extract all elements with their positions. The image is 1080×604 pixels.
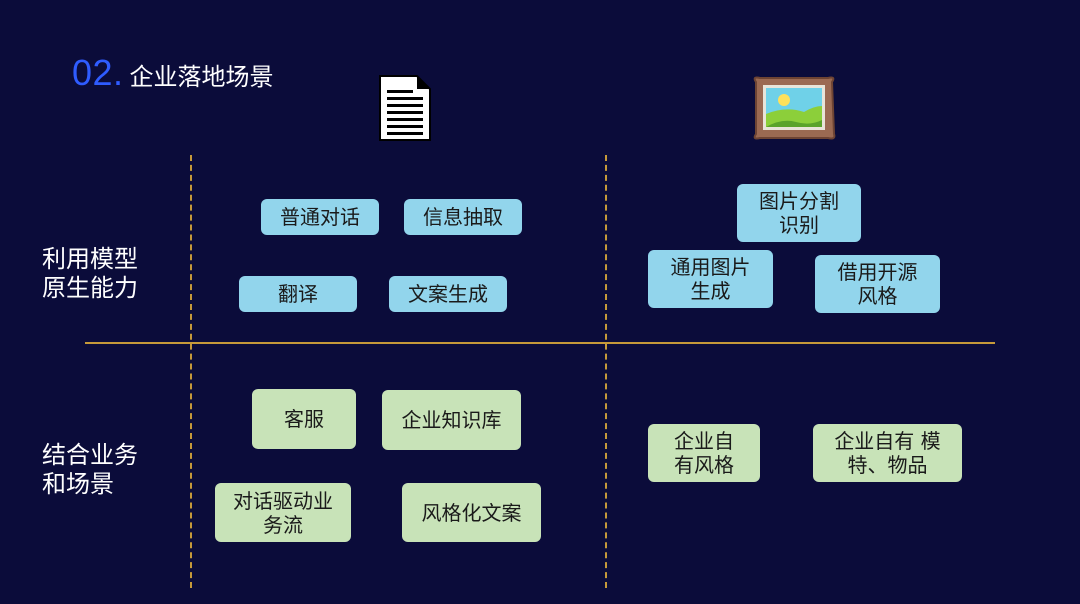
- document-icon: [379, 75, 431, 141]
- tag-enterprise-own-models-items: 企业自有 模 特、物品: [813, 424, 962, 482]
- title-number: 02.: [72, 52, 124, 93]
- divider-vertical-left: [190, 155, 192, 588]
- tag-stylized-copy: 风格化文案: [402, 483, 541, 542]
- tag-dialogue-driven-workflow: 对话驱动业 务流: [215, 483, 351, 542]
- tag-translation: 翻译: [239, 276, 357, 312]
- divider-vertical-right: [605, 155, 607, 588]
- divider-horizontal: [85, 342, 995, 344]
- tag-normal-dialogue: 普通对话: [261, 199, 379, 235]
- title-text: 企业落地场景: [129, 63, 274, 91]
- tag-info-extraction: 信息抽取: [404, 199, 522, 235]
- page-title: 02. 企业落地场景: [72, 52, 274, 94]
- tag-general-image-generation: 通用图片 生成: [648, 250, 773, 308]
- picture-frame-icon: [753, 76, 836, 140]
- row-label-business: 结合业务 和场景: [42, 441, 138, 498]
- tag-customer-service: 客服: [252, 389, 356, 449]
- tag-enterprise-knowledge-base: 企业知识库: [382, 390, 521, 450]
- tag-image-segmentation: 图片分割 识别: [737, 184, 861, 242]
- tag-open-source-style: 借用开源 风格: [815, 255, 940, 313]
- row-label-native: 利用模型 原生能力: [42, 245, 138, 302]
- tag-copy-generation: 文案生成: [389, 276, 507, 312]
- tag-enterprise-own-style: 企业自 有风格: [648, 424, 760, 482]
